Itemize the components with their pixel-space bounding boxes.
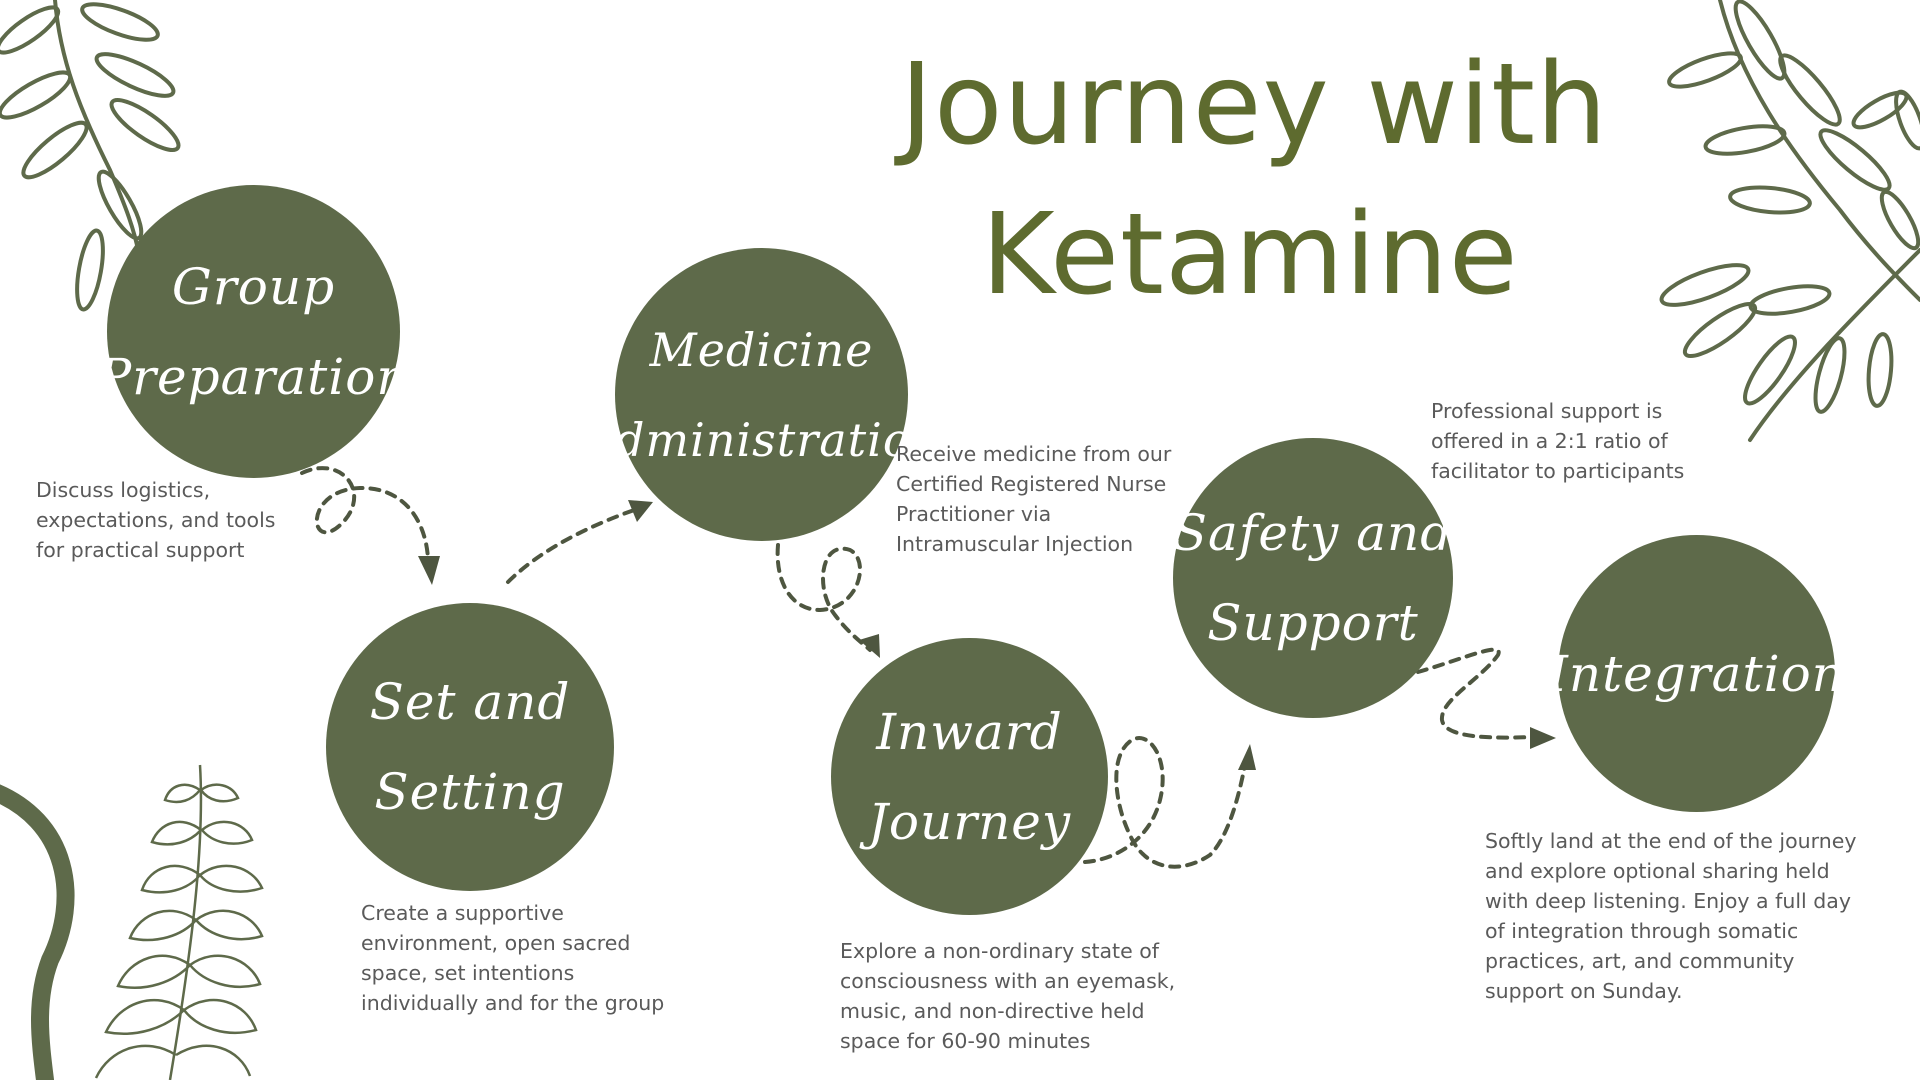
description-line: facilitator to participants bbox=[1431, 456, 1684, 486]
description-line: Discuss logistics, bbox=[36, 475, 275, 505]
step-integration: Integration bbox=[1558, 535, 1835, 812]
description-line: space for 60-90 minutes bbox=[840, 1026, 1175, 1056]
description-line: and explore optional sharing held bbox=[1485, 856, 1856, 886]
arrowhead-icon bbox=[1530, 727, 1556, 749]
title-line-1: Journey with bbox=[900, 30, 1600, 180]
step-label-line-2: Administration bbox=[581, 395, 942, 485]
description-line: Intramuscular Injection bbox=[896, 529, 1171, 559]
description-line: Create a supportive bbox=[361, 898, 664, 928]
step-label-line-1: Group bbox=[172, 242, 335, 332]
description-line: environment, open sacred bbox=[361, 928, 664, 958]
step-description-set-and-setting: Create a supportive environment, open sa… bbox=[361, 898, 664, 1018]
description-line: offered in a 2:1 ratio of bbox=[1431, 426, 1684, 456]
description-line: Professional support is bbox=[1431, 396, 1684, 426]
description-line: consciousness with an eyemask, bbox=[840, 966, 1175, 996]
description-line: support on Sunday. bbox=[1485, 976, 1856, 1006]
description-line: of integration through somatic bbox=[1485, 916, 1856, 946]
step-description-integration: Softly land at the end of the journey an… bbox=[1485, 826, 1856, 1006]
description-line: practices, art, and community bbox=[1485, 946, 1856, 976]
step-description-inward-journey: Explore a non-ordinary state of consciou… bbox=[840, 936, 1175, 1056]
step-description-medicine-administration: Receive medicine from our Certified Regi… bbox=[896, 439, 1171, 559]
step-description-group-preparation: Discuss logistics, expectations, and too… bbox=[36, 475, 275, 565]
description-line: space, set intentions bbox=[361, 958, 664, 988]
arrowhead-icon bbox=[859, 634, 880, 658]
page-title: Journey with Ketamine bbox=[900, 30, 1600, 330]
step-label-line-2: Journey bbox=[868, 777, 1071, 867]
description-line: music, and non-directive held bbox=[840, 996, 1175, 1026]
description-line: Explore a non-ordinary state of bbox=[840, 936, 1175, 966]
arrow-connector bbox=[1085, 738, 1245, 867]
arrow-connector bbox=[508, 508, 640, 582]
step-inward-journey: Inward Journey bbox=[831, 638, 1108, 915]
description-line: expectations, and tools bbox=[36, 505, 275, 535]
description-line: Certified Registered Nurse bbox=[896, 469, 1171, 499]
description-line: Practitioner via bbox=[896, 499, 1171, 529]
arrowhead-icon bbox=[418, 556, 440, 585]
description-line: with deep listening. Enjoy a full day bbox=[1485, 886, 1856, 916]
arrow-connector bbox=[778, 545, 870, 650]
arrowhead-icon bbox=[1238, 744, 1256, 770]
step-description-safety-and-support: Professional support is offered in a 2:1… bbox=[1431, 396, 1684, 486]
description-line: for practical support bbox=[36, 535, 275, 565]
step-label-line-1: Integration bbox=[1548, 629, 1845, 719]
step-set-and-setting: Set and Setting bbox=[326, 603, 614, 891]
arrow-connector bbox=[1418, 650, 1535, 738]
step-group-preparation: Group Preparation bbox=[107, 185, 400, 478]
step-medicine-administration: Medicine Administration bbox=[615, 248, 908, 541]
step-label-line-1: Safety and bbox=[1173, 488, 1453, 578]
step-label-line-2: Preparation bbox=[97, 332, 409, 422]
step-label-line-2: Support bbox=[1207, 578, 1419, 668]
step-label-line-1: Set and bbox=[370, 657, 571, 747]
description-line: Receive medicine from our bbox=[896, 439, 1171, 469]
step-label-line-2: Setting bbox=[374, 747, 565, 837]
description-line: individually and for the group bbox=[361, 988, 664, 1018]
step-label-line-1: Inward bbox=[876, 687, 1062, 777]
step-safety-and-support: Safety and Support bbox=[1173, 438, 1453, 718]
arrow-connector bbox=[302, 468, 428, 570]
description-line: Softly land at the end of the journey bbox=[1485, 826, 1856, 856]
step-label-line-1: Medicine bbox=[650, 305, 874, 395]
title-line-2: Ketamine bbox=[900, 180, 1600, 330]
